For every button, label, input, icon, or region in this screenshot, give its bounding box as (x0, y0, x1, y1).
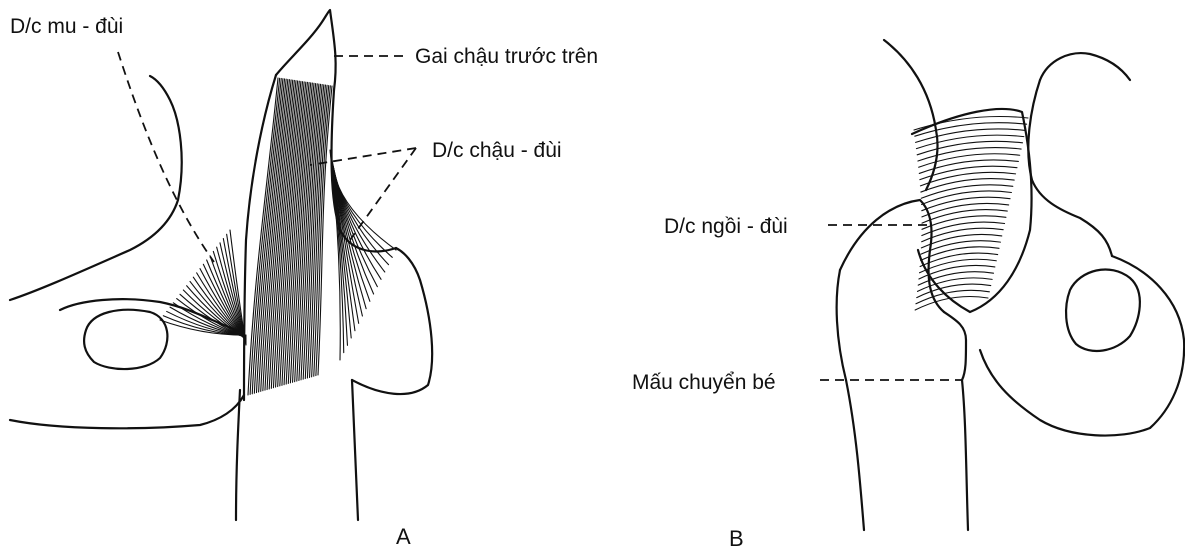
panel-a-obturator-foramen (84, 310, 167, 369)
panel-a-drawing (10, 10, 432, 520)
panel-a-pelvis-outline (10, 76, 182, 300)
panel-b-femur-left (837, 270, 864, 530)
label-lesser-trochanter: Mấu chuyển bé (632, 372, 776, 393)
panel-a-iliofemoral-fibers (248, 78, 332, 395)
panel-b-ischium-lower (980, 256, 1184, 436)
label-anterior-superior-iliac-spine: Gai chậu trước trên (415, 46, 598, 67)
panel-letter-a: A (396, 526, 411, 548)
panel-b-femur-neck (944, 312, 966, 380)
panel-b-ischium-outline (1028, 80, 1112, 256)
panel-a-femur-right (352, 380, 358, 520)
panel-b-top-right (1040, 53, 1130, 80)
panel-a-iliofemoral-lateral-fibers (330, 150, 396, 360)
leader-iliofemoral-lower (350, 148, 416, 240)
panel-b-femur-right (962, 380, 968, 530)
panel-b-ilium-outline (884, 40, 938, 190)
label-ischiofemoral-ligament: D/c ngồi - đùi (664, 216, 788, 237)
label-pubofemoral-ligament: D/c mu - đùi (10, 16, 123, 37)
panel-a-pelvis-lower (10, 395, 244, 428)
panel-b-drawing (820, 40, 1184, 530)
panel-a-iliac-crest (276, 10, 336, 90)
panel-letter-b: B (729, 528, 744, 550)
panel-b-obturator-foramen (1066, 269, 1140, 350)
panel-a-femur-left (236, 390, 240, 520)
panel-b-femur-head (840, 200, 944, 312)
leader-pubofemoral (118, 52, 214, 262)
panel-b-ischiofemoral-fibers (914, 117, 1028, 311)
label-iliofemoral-ligament: D/c chậu - đùi (432, 140, 562, 161)
